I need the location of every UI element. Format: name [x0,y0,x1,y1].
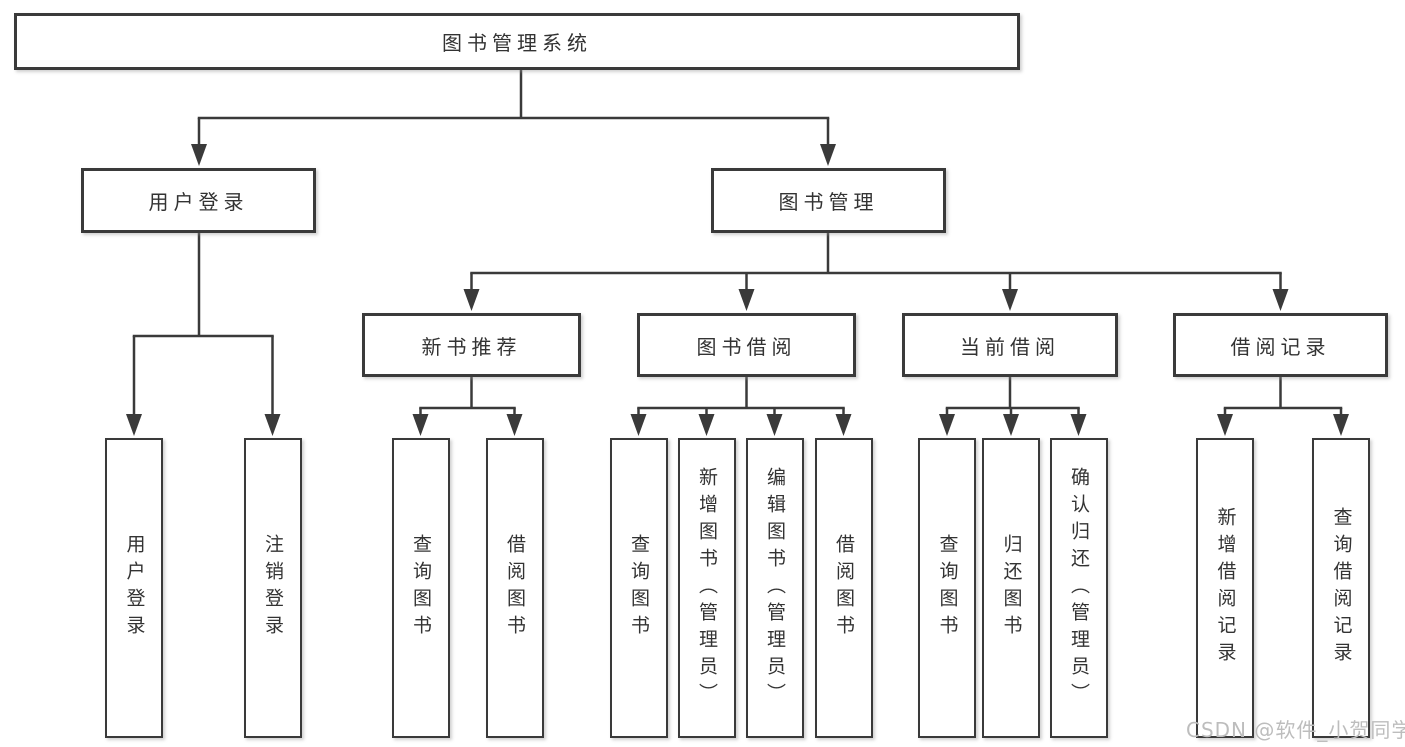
leaf-add-borrow-record: 新增借阅记录 [1196,438,1254,738]
node-library-management-system: 图书管理系统 [14,13,1020,70]
leaf-query-books-borrowing: 查询图书 [609,438,668,738]
node-current-borrowing: 当前借阅 [902,313,1118,377]
leaf-query-borrow-record: 查询借阅记录 [1312,438,1370,738]
leaf-borrow-books-borrowing: 借阅图书 [814,438,873,738]
node-book-borrowing: 图书借阅 [637,313,856,377]
node-user-login: 用户登录 [81,168,316,233]
leaf-return-books: 归还图书 [982,438,1040,738]
node-book-management: 图书管理 [711,168,946,233]
leaf-logout: 注销登录 [243,438,302,738]
node-borrowing-records: 借阅记录 [1173,313,1388,377]
leaf-borrow-books-recommend: 借阅图书 [485,438,544,738]
leaf-query-books-recommend: 查询图书 [391,438,450,738]
leaf-add-books-admin: 新增图书（管理员） [677,438,736,738]
leaf-confirm-return-admin: 确认归还（管理员） [1049,438,1108,738]
node-new-book-recommendation: 新书推荐 [362,313,581,377]
leaf-user-login: 用户登录 [105,438,163,738]
csdn-watermark: CSDN @软件_小贺同学 [1186,718,1405,742]
leaf-edit-books-admin: 编辑图书（管理员） [745,438,804,738]
leaf-query-books-current: 查询图书 [918,438,976,738]
